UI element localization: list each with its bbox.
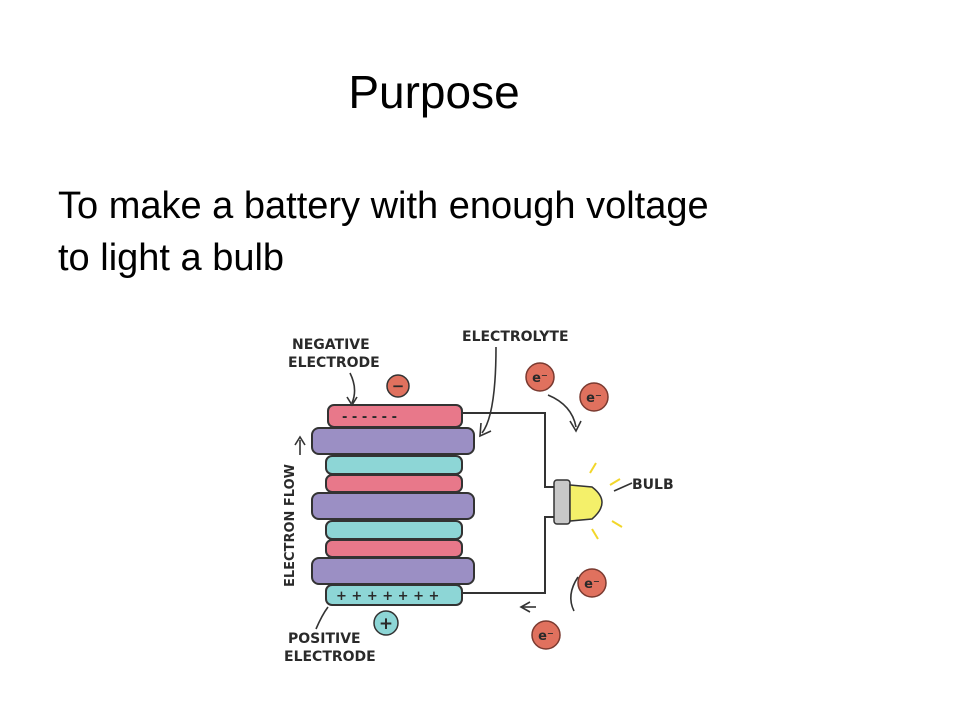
battery-diagram: - - - - - - + + + + + + + − + NEGATIVE E… [283, 329, 674, 665]
negative-marks: - - - - - - [342, 410, 397, 425]
positive-electrode-label-2: ELECTRODE [284, 649, 376, 665]
positive-sign: + [373, 610, 399, 636]
bulb-label: BULB [632, 477, 674, 493]
electron-arrow [570, 576, 579, 612]
svg-text:e⁻: e⁻ [586, 391, 602, 406]
electrolyte-plate [325, 455, 463, 475]
negative-plate [325, 539, 463, 558]
slide-title: Purpose [348, 66, 520, 118]
electron: e⁻ [531, 620, 561, 650]
svg-text:e⁻: e⁻ [532, 371, 548, 386]
electron-flow-label: ELECTRON FLOW [283, 464, 298, 587]
circuit-wire [462, 412, 562, 594]
negative-electrode-label-1: NEGATIVE [292, 337, 370, 353]
negative-plate [325, 474, 463, 493]
svg-text:−: − [392, 377, 405, 395]
plate-stack [311, 404, 475, 606]
electron: e⁻ [579, 382, 609, 412]
bulb-arrow [613, 482, 633, 492]
positive-electrode-label-1: POSITIVE [288, 631, 361, 647]
svg-text:+: + [379, 614, 393, 634]
separator-plate [311, 492, 475, 520]
positive-electrode-plate [325, 584, 463, 606]
negative-electrode-arrow [349, 372, 356, 404]
separator-plate [311, 427, 475, 455]
positive-electrode-arrow [315, 606, 329, 630]
slide-body: To make a battery with enough voltage to… [58, 180, 898, 284]
electrolyte-arrow [481, 346, 497, 434]
electron: e⁻ [525, 362, 555, 392]
bulb [553, 462, 623, 540]
electrolyte-plate [325, 520, 463, 540]
separator-plate [311, 557, 475, 585]
svg-text:e⁻: e⁻ [584, 577, 600, 592]
body-line-1: To make a battery with enough voltage [58, 185, 709, 227]
svg-text:e⁻: e⁻ [538, 629, 554, 644]
electrolyte-label: ELECTROLYTE [462, 329, 569, 345]
negative-electrode-label-2: ELECTRODE [288, 355, 380, 371]
body-line-2: to light a bulb [58, 237, 285, 279]
positive-marks: + + + + + + + [336, 589, 439, 604]
electron: e⁻ [577, 568, 607, 598]
negative-sign: − [386, 374, 410, 398]
electron-arrow [547, 394, 577, 428]
